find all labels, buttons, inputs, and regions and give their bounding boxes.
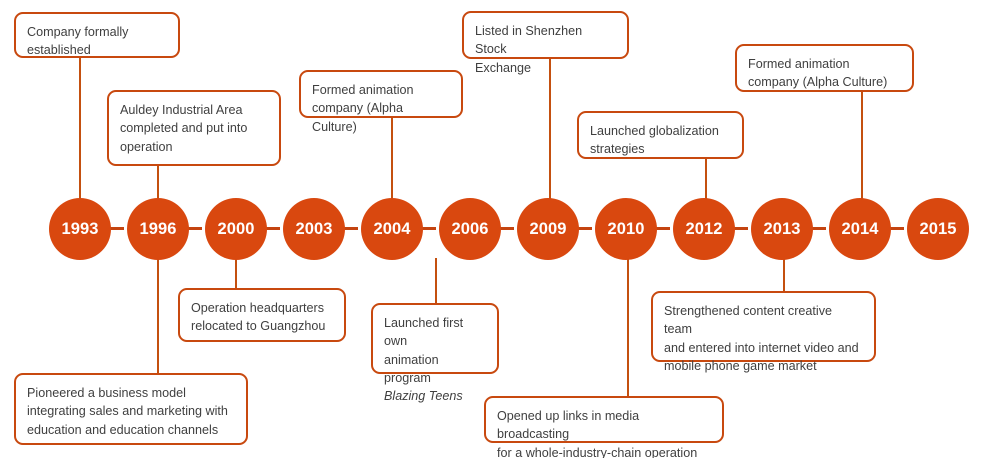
- event-text: Formed animation company (Alpha Culture): [312, 83, 414, 134]
- year-node-2012[interactable]: 2012: [673, 198, 735, 260]
- event-text: Launched first own animation program: [384, 316, 464, 385]
- year-label: 2014: [841, 219, 879, 238]
- axis-segment: [654, 227, 670, 230]
- year-label: 2015: [919, 219, 957, 238]
- event-box-2010-below[interactable]: Opened up links in media broadcasting fo…: [484, 396, 724, 458]
- connector-2004-below: [435, 258, 437, 303]
- event-program-title: Blazing Teens: [384, 389, 463, 403]
- event-box-2013-below[interactable]: Strengthened content creative team and e…: [651, 291, 876, 373]
- event-box-2000-below[interactable]: Operation headquarters relocated to Guan…: [178, 288, 346, 342]
- connector-2010-below: [627, 258, 629, 397]
- year-label: 1996: [139, 219, 177, 238]
- year-label: 2006: [451, 219, 489, 238]
- year-node-2003[interactable]: 2003: [283, 198, 345, 260]
- connector-2014-above: [861, 91, 863, 200]
- year-label: 2003: [295, 219, 333, 238]
- axis-segment: [888, 227, 904, 230]
- event-text: Launched globalization strategies: [590, 124, 719, 157]
- connector-1996-above: [157, 165, 159, 200]
- year-node-2006[interactable]: 2006: [439, 198, 501, 260]
- event-text: Auldey Industrial Area completed and put…: [120, 103, 248, 154]
- year-label: 1993: [61, 219, 99, 238]
- connector-2009-above: [705, 158, 707, 200]
- year-node-2009[interactable]: 2009: [517, 198, 579, 260]
- year-label: 2004: [373, 219, 411, 238]
- year-label: 2000: [217, 219, 255, 238]
- axis-segment: [342, 227, 358, 230]
- event-box-1996-above[interactable]: Auldey Industrial Area completed and put…: [107, 90, 281, 166]
- event-text: Opened up links in media broadcasting fo…: [497, 409, 698, 458]
- event-box-1993-above[interactable]: Company formally established: [14, 12, 180, 58]
- year-label: 2009: [529, 219, 567, 238]
- connector-2013-below: [783, 258, 785, 292]
- event-box-2014-above[interactable]: Formed animation company (Alpha Culture): [735, 44, 914, 92]
- axis-segment: [732, 227, 748, 230]
- event-text: Company formally established: [27, 25, 129, 58]
- event-box-2009-above[interactable]: Launched globalization strategies: [577, 111, 744, 159]
- connector-1993-above: [79, 55, 81, 200]
- year-node-2010[interactable]: 2010: [595, 198, 657, 260]
- connector-2000-below: [235, 258, 237, 289]
- event-text: Strengthened content creative team and e…: [664, 304, 859, 373]
- year-node-2013[interactable]: 2013: [751, 198, 813, 260]
- event-box-2003-above[interactable]: Formed animation company (Alpha Culture): [299, 70, 463, 134]
- event-text: Pioneered a business model integrating s…: [27, 386, 228, 437]
- axis-segment: [186, 227, 202, 230]
- year-node-1996[interactable]: 1996: [127, 198, 189, 260]
- year-node-1993[interactable]: 1993: [49, 198, 111, 260]
- event-text: Formed animation company (Alpha Culture): [748, 57, 888, 90]
- connector-1996-below: [157, 258, 159, 374]
- event-text: Operation headquarters relocated to Guan…: [191, 301, 326, 334]
- axis-segment: [498, 227, 514, 230]
- connector-2006-above: [549, 58, 551, 200]
- year-node-2015[interactable]: 2015: [907, 198, 969, 260]
- year-label: 2012: [685, 219, 723, 238]
- year-label: 2013: [763, 219, 801, 238]
- axis-segment: [420, 227, 436, 230]
- event-box-1996-below[interactable]: Pioneered a business model integrating s…: [14, 373, 248, 445]
- event-text: Listed in Shenzhen Stock Exchange: [475, 24, 583, 75]
- year-node-2004[interactable]: 2004: [361, 198, 423, 260]
- axis-segment: [810, 227, 826, 230]
- year-node-2014[interactable]: 2014: [829, 198, 891, 260]
- axis-segment: [576, 227, 592, 230]
- axis-segment: [264, 227, 280, 230]
- event-box-2004-below[interactable]: Launched first own animation program Bla…: [371, 303, 499, 403]
- event-box-2006-above[interactable]: Listed in Shenzhen Stock Exchange: [462, 11, 629, 75]
- connector-2003-above: [391, 117, 393, 200]
- year-node-2000[interactable]: 2000: [205, 198, 267, 260]
- axis-segment: [108, 227, 124, 230]
- year-label: 2010: [607, 219, 645, 238]
